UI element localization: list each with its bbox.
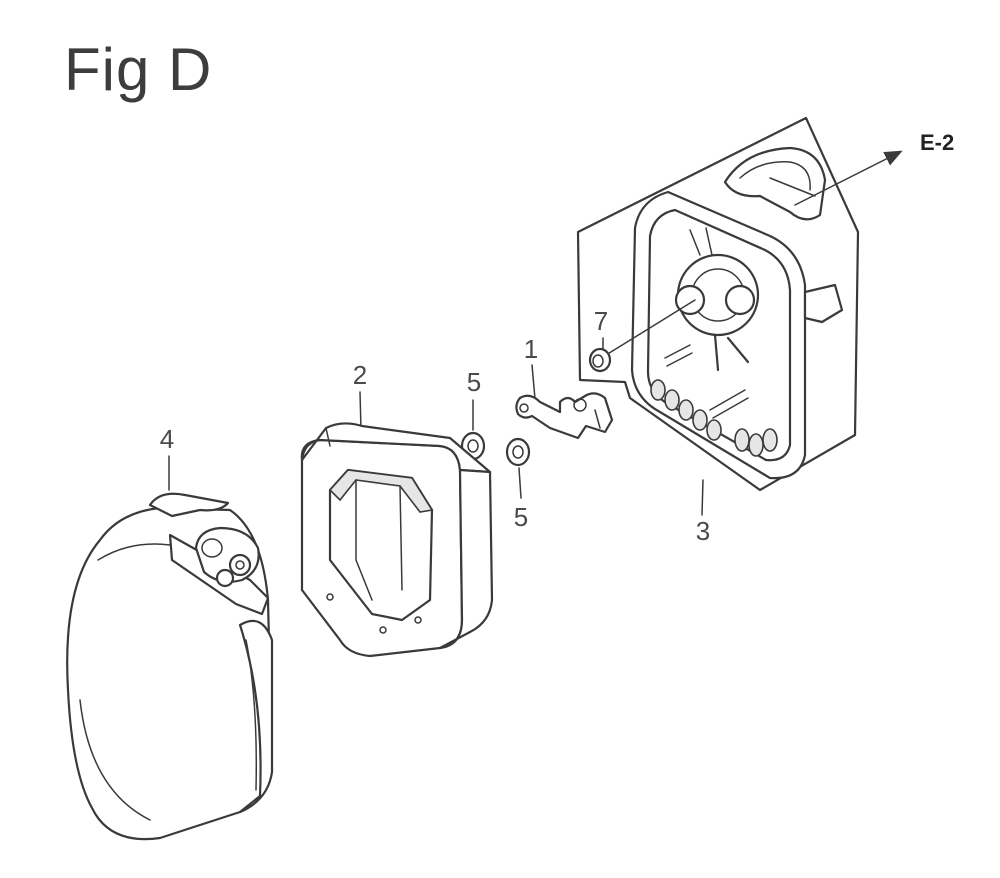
air-cleaner-case-part-3 [576,116,903,516]
callout-part-2: 2 [353,360,367,390]
vent-slots [650,379,778,457]
callout-part-1: 1 [524,334,538,364]
bracket-part-1 [515,364,614,440]
reference-label-e2: E-2 [920,130,954,155]
air-filter-element-part-2 [300,391,494,658]
callout-part-4: 4 [160,424,174,454]
collar-part-7 [588,299,696,373]
callout-part-5-lower: 5 [514,502,528,532]
callout-part-5-upper: 5 [467,367,481,397]
callout-part-7: 7 [594,306,608,336]
figure-title: Fig D [64,36,213,103]
air-cleaner-cover-part-4 [66,455,274,841]
nut-part-5-lower [505,437,531,499]
callout-part-3: 3 [696,516,710,546]
